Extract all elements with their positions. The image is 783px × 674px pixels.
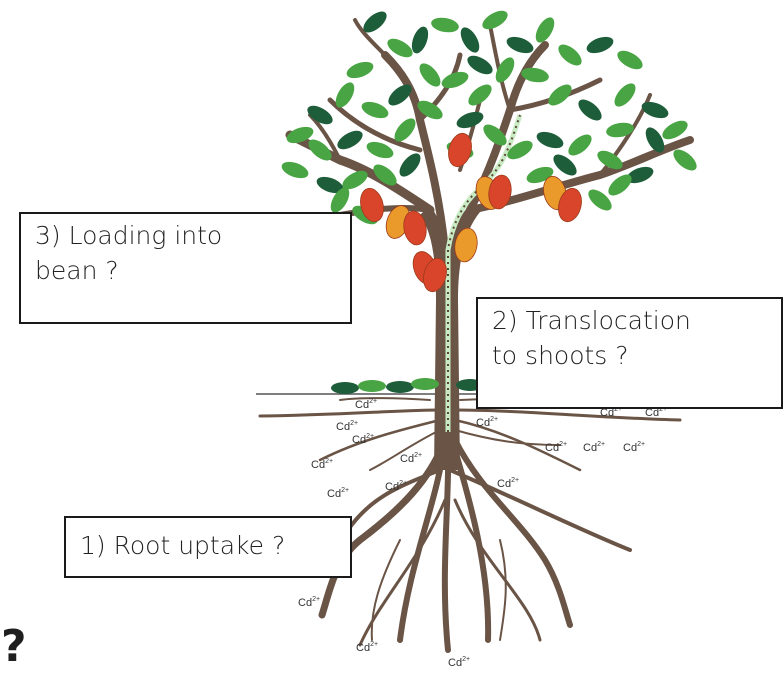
cacao-pod bbox=[423, 257, 447, 293]
callout-root-uptake: 1) Root uptake ? bbox=[64, 516, 352, 578]
leaf bbox=[588, 189, 612, 211]
ground-leaf bbox=[411, 378, 439, 390]
leaf bbox=[316, 176, 344, 194]
leaf bbox=[495, 57, 515, 83]
leaf bbox=[468, 84, 492, 106]
leaf bbox=[536, 131, 564, 149]
leaf bbox=[281, 161, 309, 179]
leaf bbox=[363, 11, 387, 33]
leaf bbox=[431, 17, 459, 33]
cadmium-ion-label: Cd2+ bbox=[476, 416, 498, 429]
leaf bbox=[578, 99, 602, 121]
leaf bbox=[460, 27, 480, 53]
leaf bbox=[645, 127, 665, 153]
leaf bbox=[662, 120, 688, 140]
cadmium-ion-label: Cd2+ bbox=[311, 458, 333, 471]
leaf bbox=[597, 150, 623, 170]
callout-loading-line1: 3) Loading into bbox=[35, 221, 223, 250]
root-system bbox=[258, 397, 682, 653]
leaf bbox=[419, 63, 441, 87]
leaf bbox=[361, 101, 389, 119]
cacao-pod bbox=[403, 210, 427, 246]
leaf bbox=[411, 26, 429, 54]
cacao-pods bbox=[360, 132, 582, 293]
callout-translocation-line1: 2) Translocation bbox=[492, 306, 691, 335]
cacao-pod bbox=[454, 227, 478, 263]
leaf bbox=[606, 122, 634, 138]
leaf bbox=[558, 44, 582, 66]
cacao-pod bbox=[488, 174, 512, 210]
cacao-pod bbox=[558, 187, 582, 223]
leaf bbox=[626, 166, 654, 184]
leaf bbox=[506, 36, 534, 54]
callout-root-text: 1) Root uptake ? bbox=[80, 531, 286, 560]
leaf bbox=[456, 111, 484, 129]
cadmium-ion-label: Cd2+ bbox=[355, 398, 377, 411]
cadmium-ion-label: Cd2+ bbox=[327, 487, 349, 500]
cadmium-ion-label: Cd2+ bbox=[583, 441, 605, 454]
leaf bbox=[521, 67, 549, 83]
leaf bbox=[388, 84, 412, 106]
leaf bbox=[308, 139, 332, 161]
leaf bbox=[553, 154, 577, 176]
transport-path-dots bbox=[447, 114, 521, 432]
callout-translocation: 2) Translocation to shoots ? bbox=[476, 297, 783, 409]
cadmium-ion-label: Cd2+ bbox=[400, 452, 422, 465]
leaf bbox=[286, 126, 314, 144]
leaf bbox=[548, 84, 572, 106]
leaf bbox=[399, 153, 421, 177]
cadmium-ion-label: Cd2+ bbox=[356, 641, 378, 654]
leaf bbox=[342, 170, 368, 190]
ground-leaf bbox=[358, 380, 386, 392]
cadmium-ion-label: Cd2+ bbox=[497, 477, 519, 490]
leaf bbox=[617, 50, 643, 70]
leaf bbox=[467, 55, 493, 75]
leaf bbox=[307, 105, 333, 125]
leaf bbox=[366, 141, 394, 159]
callout-loading-into-bean: 3) Loading into bean ? bbox=[19, 212, 352, 324]
cacao-pod bbox=[360, 187, 384, 223]
leaf bbox=[586, 36, 614, 54]
cadmium-ion-label: Cd2+ bbox=[298, 596, 320, 609]
leaf bbox=[337, 130, 363, 150]
leaf bbox=[373, 164, 397, 186]
cadmium-ion-label: Cd2+ bbox=[623, 441, 645, 454]
leaf bbox=[394, 118, 416, 142]
leaf bbox=[482, 10, 508, 30]
cadmium-ion-label: Cd2+ bbox=[448, 656, 470, 669]
leaf bbox=[614, 83, 636, 107]
leaf bbox=[608, 174, 632, 196]
leaf bbox=[441, 71, 469, 89]
leaf bbox=[387, 38, 413, 58]
leaf bbox=[417, 100, 443, 120]
cadmium-labels: Cd2+Cd2+Cd2+Cd2+Cd2+Cd2+Cd2+Cd2+Cd2+Cd2+… bbox=[298, 398, 667, 669]
callout-loading-line2: bean ? bbox=[35, 256, 119, 285]
cacao-pod bbox=[448, 132, 472, 168]
cadmium-ion-label: Cd2+ bbox=[336, 420, 358, 433]
cadmium-ion-label: Cd2+ bbox=[545, 441, 567, 454]
leaf bbox=[483, 124, 507, 146]
corner-question-mark: ? bbox=[1, 621, 27, 672]
leaf bbox=[641, 101, 669, 119]
ground-leaf bbox=[331, 382, 359, 394]
leaf bbox=[507, 140, 533, 160]
leaf bbox=[330, 187, 350, 213]
callout-translocation-line2: to shoots ? bbox=[492, 341, 629, 370]
leaf bbox=[346, 61, 374, 79]
leaf bbox=[568, 134, 592, 156]
leaf bbox=[673, 149, 697, 171]
cadmium-ion-label: Cd2+ bbox=[352, 433, 374, 446]
leaf bbox=[535, 17, 555, 43]
ground-leaf bbox=[386, 381, 414, 393]
cadmium-ion-label: Cd2+ bbox=[385, 480, 407, 493]
leaf bbox=[335, 82, 355, 108]
